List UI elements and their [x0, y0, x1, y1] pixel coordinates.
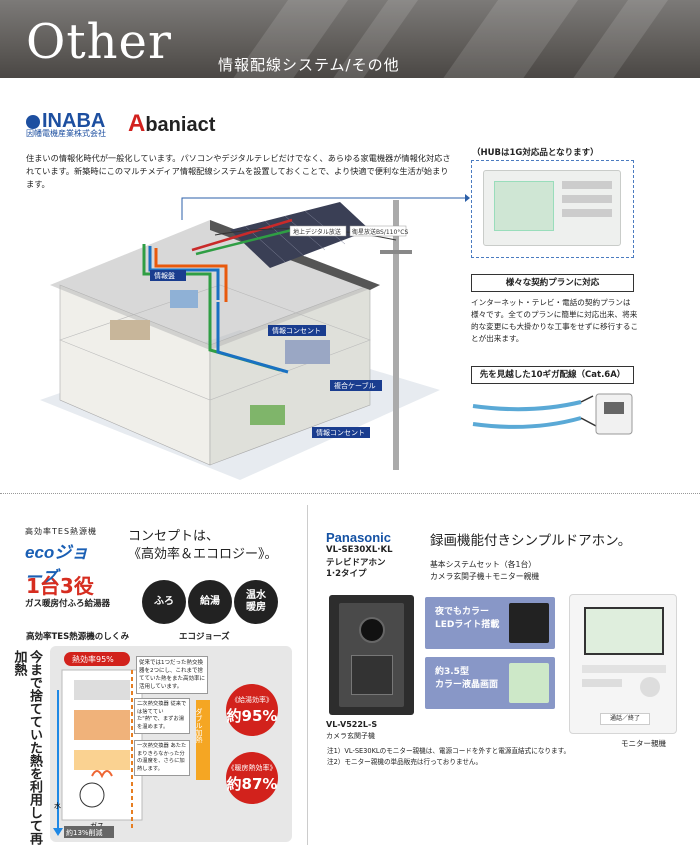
role-bath-circle: ふろ	[142, 580, 186, 624]
panasonic-logo: Panasonic	[326, 530, 392, 545]
ecojoze-logo: ecoジョーズ	[25, 543, 89, 587]
mechanism-diagram: 熱効率95% 水 ガス 約13%削減 ダブル加熱	[53, 652, 210, 838]
gas-heater-subtitle: ガス暖房付ふろ給湯器	[25, 599, 111, 609]
gas-label: ガス	[90, 821, 104, 830]
role-heating-circle: 温水 暖房	[234, 580, 278, 624]
camera-door-unit-image	[329, 595, 414, 715]
note-intro: 従来では1つだった熱交換器を2つにし、これまで捨てていた熱をまた高効率に活用して…	[136, 656, 208, 694]
hub-link-arrow	[181, 194, 470, 220]
cat6a-cable-image	[472, 393, 633, 435]
inaba-company-name: 因幡電機産業株式会社	[26, 129, 106, 138]
label-joho-outlet-2: 情報コンセント	[316, 428, 365, 437]
plan-heading: 様々な契約プランに対応	[471, 274, 634, 292]
water-label: 水	[54, 801, 61, 810]
section-divider	[0, 493, 700, 494]
netsu-label: 熱効率95%	[72, 654, 114, 664]
model-number: VL-SE30XL·KL	[326, 545, 393, 555]
page-subtitle: 情報配線システム/その他	[218, 56, 400, 74]
concept-text: コンセプトは、《高効率＆エコロジー》。	[128, 529, 278, 562]
door-unit-name: カメラ玄関子機	[326, 732, 375, 740]
footnotes: 注1）VL-SE30KLのモニター親機は、電源コードを外すと電源直結式になります…	[327, 747, 571, 766]
hub-note: （HUBは1G対応品となります）	[472, 148, 599, 158]
header-banner	[0, 0, 700, 78]
kyuto-efficiency-badge: 《給湯効率》約95%	[226, 684, 278, 736]
feature-lcd-card: 約3.5型カラー液晶画面	[425, 657, 555, 709]
monitor-talk-button: 通話／終了	[600, 713, 650, 725]
column-divider	[307, 505, 308, 845]
label-antenna-1: 地上デジタル放送	[293, 228, 341, 236]
page-title: Other	[26, 14, 172, 70]
label-antenna-2: 衛星放送BS/110°CS	[352, 228, 408, 236]
ecojoze-name: エコジョーズ	[179, 632, 230, 642]
double-heat-label: ダブル加熱	[195, 707, 203, 744]
door-unit-model: VL-V522L-S	[326, 720, 378, 729]
intro-text: 住まいの情報化時代が一般化しています。パソコンやデジタルテレビだけでなく、あらゆ…	[26, 153, 451, 189]
monitor-unit-image: 通話／終了	[569, 594, 677, 734]
inaba-logo: INABA	[26, 110, 105, 133]
note-primary: 一次熱交換器 あたたまりきらなかった分の温度を、さらに加熱します。	[134, 740, 190, 776]
label-joho-ban: 情報盤	[154, 271, 175, 280]
house-diagram: 情報盤 情報コンセント 複合ケーブル 情報コンセント 地上デジタル放送 衛星放送…	[40, 200, 440, 480]
reduction-label: 約13%削減	[66, 828, 103, 837]
inaba-mark-icon	[26, 114, 40, 129]
doorphone-headline: 録画機能付きシンプルドアホン。	[430, 533, 632, 549]
abaniact-logo: Abaniact	[128, 110, 216, 137]
danbou-efficiency-badge: 《暖房熱効率》約87%	[226, 752, 278, 804]
reheat-vertical-text: 今まで捨てていた熱を利用して再加熱	[11, 650, 43, 845]
cat6a-heading: 先を見越した10ギガ配線（Cat.6A）	[471, 366, 634, 384]
one-unit-three-roles: 1台3役	[26, 574, 94, 598]
note-secondary: 二次熱交換器 従来では捨てていた"熱"で、まずお湯を温めます。	[134, 698, 190, 734]
system-set-text: 基本システムセット（各1台）カメラ玄関子機＋モニター親機	[430, 560, 540, 581]
label-fukugo-cable: 複合ケーブル	[334, 381, 376, 390]
role-hotwater-circle: 給湯	[188, 580, 232, 624]
eco-tagline: 高効率TES熱源機	[25, 527, 98, 536]
hub-device-image	[483, 170, 621, 246]
plan-text: インターネット・テレビ・電話の契約プランは様々です。全てのプランに簡単に対応出来…	[471, 298, 639, 343]
label-joho-outlet-1: 情報コンセント	[272, 326, 321, 335]
monitor-unit-name: モニター親機	[621, 739, 666, 748]
mechanism-title: 高効率TES熱源機のしくみ	[26, 632, 130, 642]
